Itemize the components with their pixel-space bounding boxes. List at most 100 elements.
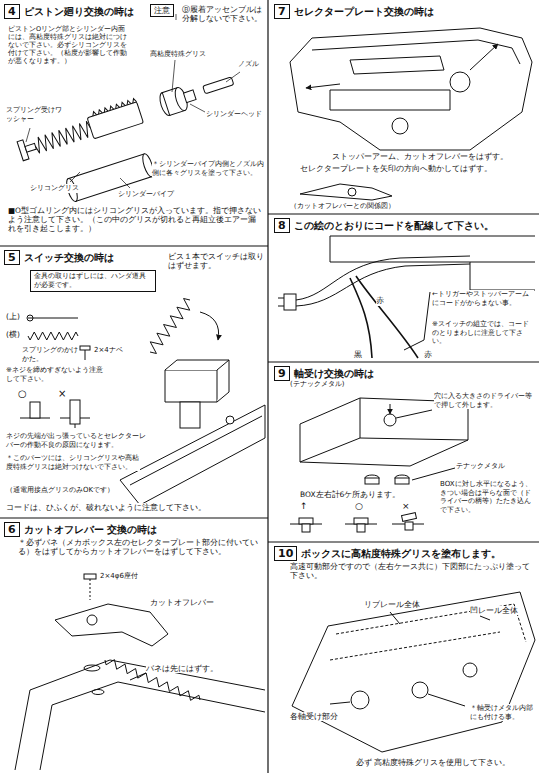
annotation-label: (横) — [6, 330, 20, 339]
cutoff-lever — [90, 579, 91, 600]
annotation-label: セレクタープレートを矢印の方向へ動かしてはずす。 — [300, 164, 492, 173]
wiring — [278, 298, 284, 299]
gearbox-half — [350, 56, 444, 74]
leader-line — [26, 128, 30, 142]
section-number: 5 — [4, 250, 20, 265]
gearbox-half — [450, 72, 470, 92]
annotation-label: ストッパーアーム、カットオフレバーをはずす。 — [332, 152, 508, 161]
section-divider — [268, 213, 539, 214]
bearing-box — [384, 414, 396, 426]
annotation-label: シリンダーパイプ — [118, 190, 174, 199]
annotation-label: （通電用接点グリスのみOKです） — [6, 486, 114, 495]
cutoff-lever — [55, 574, 168, 695]
leader-line — [190, 104, 205, 112]
wiring — [356, 276, 418, 358]
annotation-label: 2×4φ6座付 — [100, 572, 138, 581]
annotation-label: ＊必ずバネ（メカボックス左のセレクタープレート部分に付いている）をはずしてからカ… — [18, 538, 263, 556]
piston-assembly — [33, 121, 93, 154]
wiring — [278, 236, 535, 358]
cylinder-head — [158, 83, 199, 117]
annotation-label: （カットオフレバーとの関係図） — [290, 202, 395, 211]
bearing-fit-sample — [405, 522, 413, 530]
gearbox-shell — [15, 660, 265, 770]
switch-assembly — [150, 299, 190, 354]
gearbox-shell — [15, 660, 265, 770]
annotation-label: ビス１本でスイッチは取りはずせます。 — [168, 252, 264, 270]
section-divider — [0, 517, 268, 518]
bearing-box — [390, 404, 391, 414]
leader-line — [176, 14, 177, 20]
switch-assembly — [226, 416, 234, 424]
bearing-box — [300, 398, 468, 484]
annotation-label: シリコングリス — [30, 184, 79, 193]
annotation-label: ○ — [355, 501, 363, 512]
annotation-label: ピストンOリング部とシリンダー内面には、高粘度特殊グリスは絶対につけないで下さい… — [8, 26, 130, 66]
section-title: セレクタープレート交換の時は — [294, 6, 434, 18]
gearbox-half — [306, 84, 340, 88]
cylinder-head — [183, 90, 196, 103]
wiring — [284, 294, 296, 310]
switch-assembly — [120, 299, 265, 505]
gearbox-half — [290, 28, 532, 150]
annotation-label: 高粘度特殊グリス — [150, 50, 206, 59]
bearing-fit-sample — [302, 524, 310, 532]
annotation-label: ↑ — [300, 501, 308, 512]
section-heading: 6カットオフレバー 交換の時は — [4, 522, 157, 537]
bearing-box — [412, 468, 455, 480]
annotation-label: BOXに対し水平になるよう、きつい場合は平らな面で（ドライバーの柄等）たたき込ん… — [440, 480, 536, 514]
leader-line — [120, 178, 130, 188]
annotation-label: × — [58, 388, 66, 400]
bearing-box — [396, 410, 432, 418]
annotation-label: (上) — [6, 312, 20, 321]
section-title: ボックスに高粘度特殊グリスを塗布します。 — [301, 548, 501, 560]
leader-line — [226, 72, 240, 82]
bearing-fit-sample — [299, 518, 313, 524]
annotation-label: ■O型ゴムリング内にはシリコングリスが入っています。指で押さないよう注意して下さ… — [8, 206, 263, 233]
annotation-label: カットオフレバー — [150, 598, 214, 607]
gearbox-case — [463, 663, 477, 677]
annotation-label: 各軸受け部分 — [290, 712, 338, 721]
bearing-fit-sample — [354, 518, 368, 524]
gearbox-case — [412, 682, 428, 698]
annotation-label: 凹レール全体 — [470, 606, 518, 615]
gearbox-half — [330, 90, 450, 110]
relation-figure — [300, 184, 392, 200]
annotation-label: コードは、ひふくが、破れないように注意して下さい。 — [6, 503, 206, 512]
relation-figure — [300, 184, 392, 200]
section-divider — [267, 0, 268, 773]
gearbox-case — [351, 691, 369, 709]
wiring — [404, 292, 430, 350]
bearing-box — [365, 478, 379, 484]
section-heading: 7 セレクタープレート交換の時は — [274, 4, 434, 19]
spring-hook-sample — [27, 315, 78, 340]
leader-line — [172, 60, 175, 92]
gearbox-case — [292, 592, 535, 752]
annotation-label: 高速可動部分ですので（左右ケース共に）下図部にたっぷり塗って下さい。 — [290, 562, 534, 580]
annotation-label: バネは先にはずす。 — [146, 664, 218, 673]
wiring — [278, 306, 284, 307]
relation-figure — [348, 188, 356, 196]
annotation-label: × — [402, 501, 410, 512]
section-number: 7 — [274, 4, 290, 19]
section-number: 8 — [274, 218, 290, 233]
bearing-fit-sample — [402, 513, 417, 522]
section-heading: 10ボックスに高粘度特殊グリスを塗布します。 — [274, 546, 501, 561]
annotation-label: テナックメタル — [456, 462, 505, 471]
gearbox-case — [390, 612, 400, 624]
section-title: ピストン廻り交換の時は — [24, 6, 134, 18]
section-divider — [268, 541, 539, 542]
wiring — [350, 278, 372, 358]
switch-assembly — [165, 370, 217, 402]
gearbox-case — [480, 616, 490, 620]
spring-hook-sample — [28, 332, 78, 340]
gearbox-half — [470, 44, 498, 70]
section-number: 4 — [4, 4, 20, 19]
gearbox-half — [392, 118, 408, 134]
annotation-label: ※スイッチの組立では、コードのとりまわしに注意して下さい。 — [432, 320, 534, 346]
switch-assembly — [165, 360, 229, 402]
piston-assembly — [87, 102, 143, 139]
wiring — [470, 262, 535, 290]
